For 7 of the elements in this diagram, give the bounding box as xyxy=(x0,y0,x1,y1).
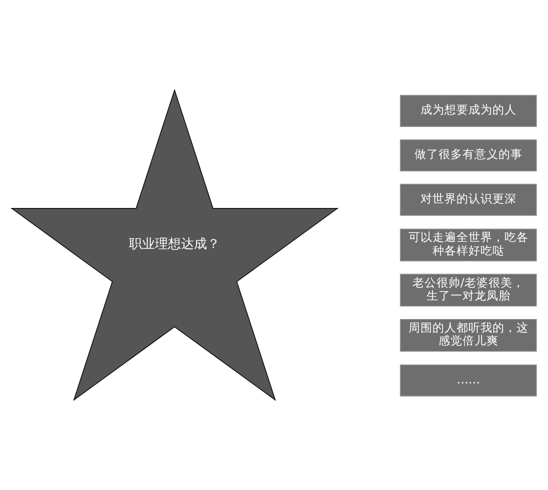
node-box: …… xyxy=(400,364,537,397)
node-box: 成为想要成为的人 xyxy=(400,94,537,127)
node-box: 周围的人都听我的，这感觉倍儿爽 xyxy=(400,318,537,352)
node-box: 做了很多有意义的事 xyxy=(400,139,537,172)
node-box: 老公很帅/老婆很美，生了一对龙凤胎 xyxy=(400,274,537,307)
node-box: 可以走遍全世界，吃各种各样好吃哒 xyxy=(400,228,537,262)
node-box: 对世界的认识更深 xyxy=(400,184,537,216)
